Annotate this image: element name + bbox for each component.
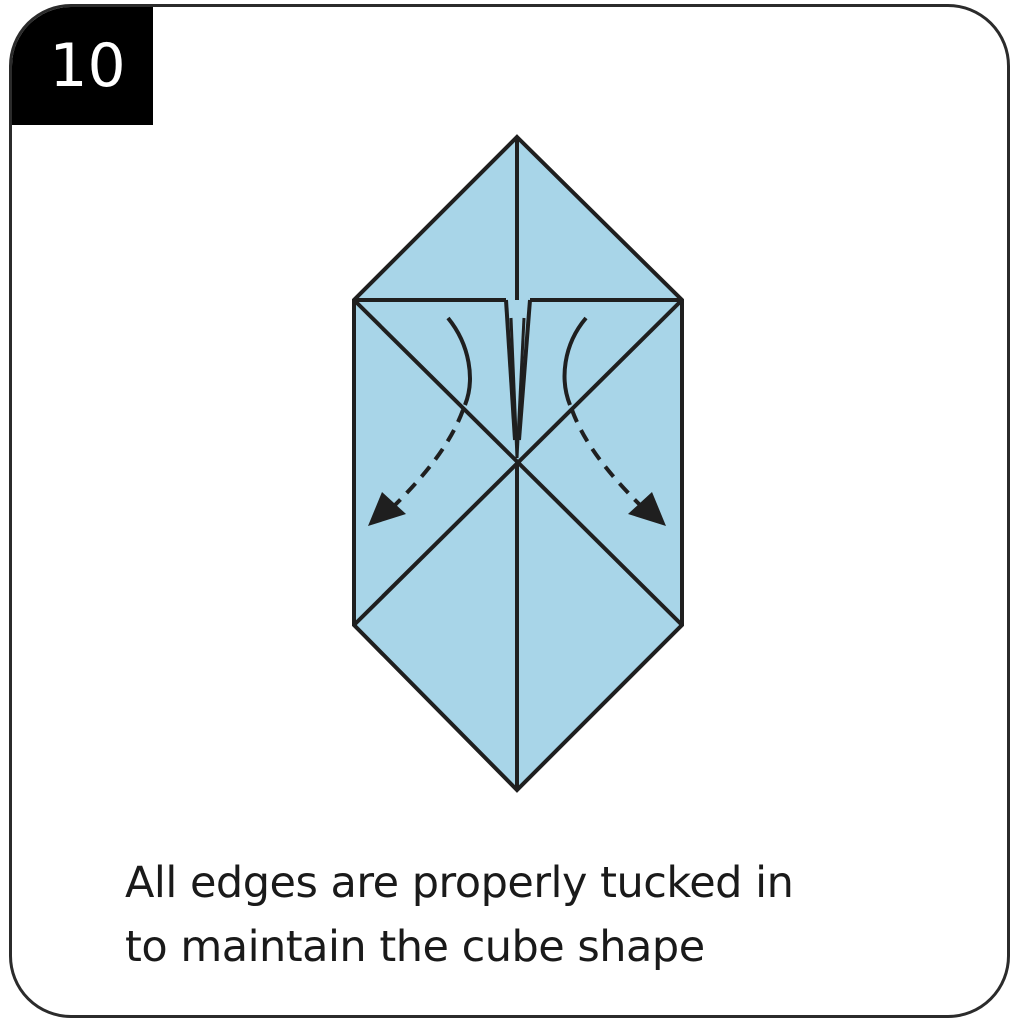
caption-line-2: to maintain the cube shape — [125, 922, 705, 972]
tuck-pocket-inner-left — [509, 317, 519, 459]
instruction-caption: All edges are properly tucked in to main… — [125, 851, 945, 979]
caption-line-1: All edges are properly tucked in — [125, 858, 794, 908]
fold-arrow-right-icon — [562, 316, 666, 526]
tuck-pocket-inner-right — [515, 317, 526, 459]
tuck-pocket-left — [504, 299, 517, 441]
fold-arrow-left-icon — [368, 316, 472, 526]
step-number-badge: 10 — [12, 7, 153, 125]
tuck-pocket-right — [517, 299, 532, 441]
diagonal-crease-right-down — [352, 298, 684, 627]
